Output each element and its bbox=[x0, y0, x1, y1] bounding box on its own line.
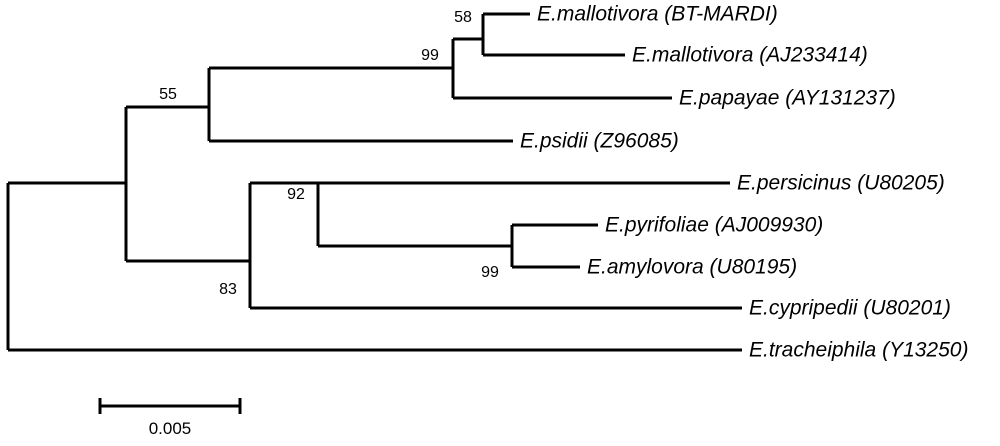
taxon-label-mallotivora-btmardi: E.mallotivora (BT-MARDI) bbox=[537, 3, 778, 26]
node-55-group bbox=[207, 66, 453, 141]
node-83-group bbox=[248, 181, 318, 308]
node-99-upper-group bbox=[451, 37, 483, 98]
taxon-label-psidii-z96085: E.psidii (Z96085) bbox=[520, 130, 679, 153]
taxon-label-pyrifoliae-aj009930: E.pyrifoliae (AJ009930) bbox=[605, 214, 823, 237]
root-branch-group bbox=[6, 181, 126, 350]
bootstrap-support-node-58: 58 bbox=[454, 9, 472, 26]
bootstrap-support-node-83: 83 bbox=[219, 281, 237, 298]
taxon-label-persicinus-u80205: E.persicinus (U80205) bbox=[737, 172, 945, 195]
taxon-label-amylovora-u80195: E.amylovora (U80195) bbox=[587, 256, 797, 279]
bootstrap-support-node-92: 92 bbox=[287, 186, 305, 203]
scale-bar-group: 0.005 bbox=[98, 398, 242, 438]
taxon-label-cypripedii-u80201: E.cypripedii (U80201) bbox=[749, 297, 951, 320]
bootstrap-support-node-55: 55 bbox=[159, 86, 177, 103]
node-92-group bbox=[316, 183, 512, 248]
scale-bar-label: 0.005 bbox=[149, 419, 192, 438]
taxon-label-mallotivora-aj233414: E.mallotivora (AJ233414) bbox=[632, 44, 868, 67]
bootstrap-support-node-99-upper: 99 bbox=[421, 47, 439, 64]
taxon-label-papayae-ay131237: E.papayae (AY131237) bbox=[679, 87, 896, 110]
leaf-branch-group bbox=[8, 12, 742, 352]
taxon-label-tracheiphila-y13250: E.tracheiphila (Y13250) bbox=[749, 339, 968, 362]
taxon-label-group: E.mallotivora (BT-MARDI) E.mallotivora (A… bbox=[520, 3, 968, 362]
node-a-group bbox=[124, 105, 250, 263]
bootstrap-support-node-99-lower: 99 bbox=[481, 264, 499, 281]
bootstrap-support-group: 55 99 58 83 92 99 bbox=[159, 9, 499, 298]
